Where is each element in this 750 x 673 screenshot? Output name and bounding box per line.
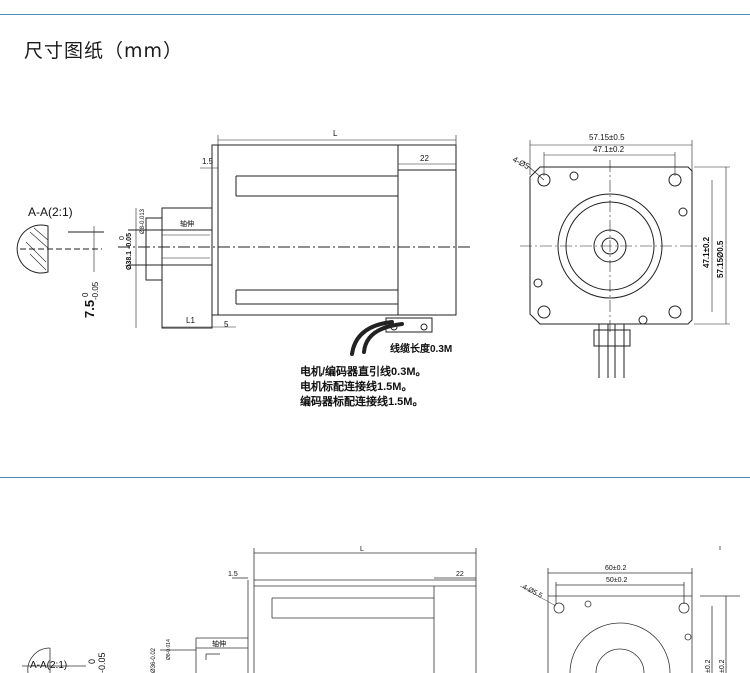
section2-label: A-A(2:1): [30, 660, 67, 671]
section-label: A-A(2:1): [28, 205, 73, 219]
motor2-side-view: [160, 548, 477, 673]
note-1: 电机/编码器直引线0.3M。: [300, 364, 427, 378]
motor2-front-view: [519, 546, 740, 673]
flange2-offset: 1.5: [228, 571, 238, 578]
flange-offset: 1.5: [202, 157, 214, 166]
shaft2-dia: Ø8-0.014: [166, 639, 172, 660]
cable-length: 线缆长度0.3M: [390, 342, 452, 355]
shaft-length-label: L1: [186, 316, 195, 325]
shaft2-section: [22, 647, 86, 673]
key-dim-upper: 0: [81, 292, 90, 297]
right2-dim-2: ±0.2: [719, 659, 726, 673]
key-label: 轴伸: [180, 219, 194, 228]
rear2-length: 22: [456, 571, 464, 578]
note-2: 电机标配连接线1.5M。: [300, 379, 412, 393]
flange-thickness: 5: [224, 320, 229, 329]
shaft2-tol: Ø36-0.02: [151, 647, 157, 673]
hole2-pitch: 50±0.2: [606, 577, 627, 584]
outer2-width: 60±0.2: [605, 565, 626, 572]
hole-label: 4-Ø5: [511, 155, 531, 172]
key2-dim-upper: 0: [87, 659, 97, 664]
note-3: 编码器标配连接线1.5M。: [300, 394, 423, 408]
length-label: L: [333, 129, 338, 138]
top-rule: [0, 14, 750, 15]
hole-pitch-v: 47.1±0.2: [702, 236, 711, 268]
motor-front-view: [520, 140, 730, 378]
key-dim-lower: -0.05: [91, 281, 100, 300]
outer-width-v: 57.15Ø0.5: [716, 240, 725, 278]
page-title: 尺寸图纸（mm）: [24, 40, 184, 62]
key2-dim-lower: -0.05: [97, 652, 107, 673]
right2-dim-1: ±0.2: [705, 659, 712, 673]
shaft-dia: Ø8-0.013: [140, 208, 146, 234]
shaft-section: [16, 224, 104, 274]
motor-side-view: [118, 135, 470, 356]
key2-label: 轴伸: [212, 639, 226, 648]
shaft-tol-lower: Ø38.1 -0.05: [126, 233, 133, 270]
shaft-tol-upper: 0: [119, 236, 126, 240]
section-divider: [0, 477, 750, 478]
hole-pitch: 47.1±0.2: [593, 145, 625, 154]
hole2-label: 4-Ø5.5: [521, 584, 543, 600]
key-dim-main: 7.5: [82, 300, 97, 318]
outer-width: 57.15±0.5: [589, 133, 625, 142]
length2-label: L: [360, 546, 364, 553]
rear-length: 22: [420, 154, 429, 163]
